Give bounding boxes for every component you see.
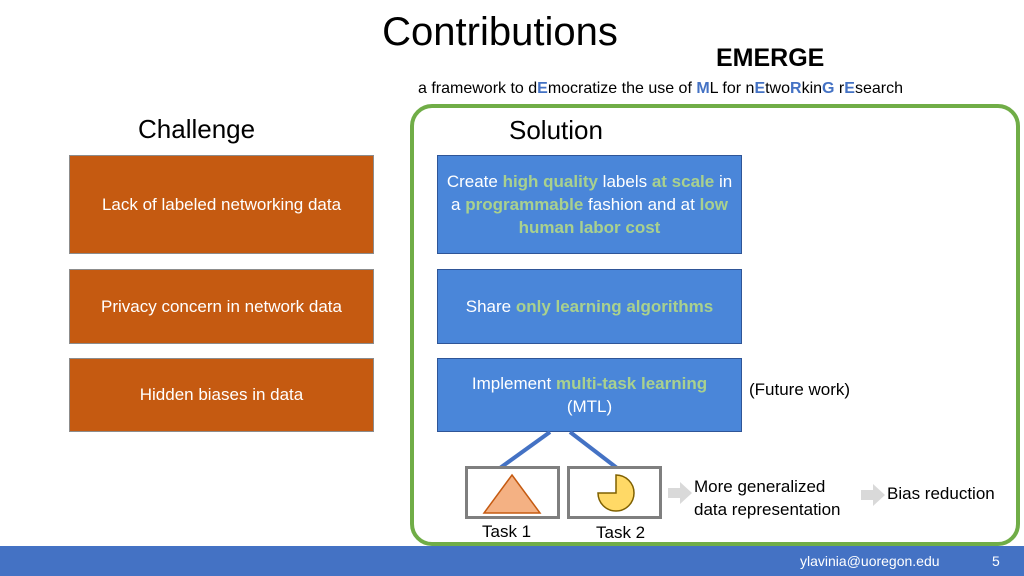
task-2-box <box>567 466 662 519</box>
task-1-box <box>465 466 560 519</box>
subtitle-text: L for n <box>709 80 755 97</box>
footer-bar <box>0 546 1024 576</box>
solution-text-3: Implement multi-task learning (MTL) <box>444 372 735 418</box>
framework-name: EMERGE <box>716 44 825 72</box>
challenge-box-2: Privacy concern in network data <box>69 269 374 344</box>
solution-highlight: high quality <box>502 172 598 191</box>
footer-email: ylavinia@uoregon.edu <box>800 553 940 569</box>
subtitle-acronym-letter: E <box>754 80 766 97</box>
connector-line-task1 <box>498 430 552 470</box>
outcome-bias-reduction: Bias reduction <box>887 484 995 503</box>
subtitle-text: mocratize the use of <box>547 80 697 97</box>
task-1-label: Task 1 <box>482 522 532 541</box>
challenge-box-3: Hidden biases in data <box>69 358 374 432</box>
connector-line-task2 <box>568 430 619 470</box>
outcome-generalized-line-2: data representation <box>694 500 841 519</box>
solution-highlight: programmable <box>465 195 584 214</box>
solution-frame <box>410 104 1020 546</box>
challenge-box-1: Lack of labeled networking data <box>69 155 374 254</box>
triangle-shape-icon <box>482 473 542 514</box>
task-2-label: Task 2 <box>596 523 646 542</box>
solution-box-3: Implement multi-task learning (MTL) <box>437 358 742 432</box>
solution-box-2: Share only learning algorithms <box>437 269 742 344</box>
subtitle-text: r <box>834 80 845 97</box>
solution-heading: Solution <box>509 115 603 145</box>
solution-text-part: labels <box>597 172 652 191</box>
subtitle-text: search <box>854 80 903 97</box>
slide-title: Contributions <box>382 10 618 54</box>
subtitle-text: two <box>765 80 791 97</box>
challenge-heading: Challenge <box>138 114 256 144</box>
solution-text-part: Create <box>446 172 503 191</box>
outcome-generalized-line-1: More generalized <box>694 477 826 496</box>
solution-text-2: Share only learning algorithms <box>466 295 714 318</box>
subtitle-acronym-letter: E <box>844 80 855 97</box>
framework-subtitle: a framework to dEmocratize the use of ML… <box>418 80 903 98</box>
solution-text-part: in a <box>451 172 733 214</box>
subtitle-text: a framework to d <box>418 80 538 97</box>
right-arrow-icon <box>668 482 692 504</box>
solution-text-1: Create high quality labels at scale in a… <box>444 170 735 239</box>
future-work-note: (Future work) <box>749 380 851 399</box>
solution-text-part: Implement <box>471 374 556 393</box>
solution-text-part: Share <box>465 297 516 316</box>
subtitle-acronym-letter: G <box>822 80 835 97</box>
outcome-generalized: More generalized data representation <box>694 475 841 521</box>
right-arrow-icon <box>861 484 885 506</box>
solution-highlight: multi-task learning <box>555 374 708 393</box>
solution-text-part: fashion and at <box>583 195 700 214</box>
solution-highlight: only learning algorithms <box>515 297 714 316</box>
subtitle-acronym-letter: M <box>696 80 710 97</box>
page-number: 5 <box>992 553 1000 569</box>
solution-text-part: (MTL) <box>566 397 613 416</box>
solution-highlight: low human labor cost <box>518 195 728 237</box>
pie-shape-icon <box>597 474 635 512</box>
solution-box-1: Create high quality labels at scale in a… <box>437 155 742 254</box>
subtitle-acronym-letter: E <box>537 80 548 97</box>
subtitle-text: kin <box>801 80 823 97</box>
subtitle-acronym-letter: R <box>790 80 802 97</box>
solution-highlight: at scale <box>651 172 715 191</box>
